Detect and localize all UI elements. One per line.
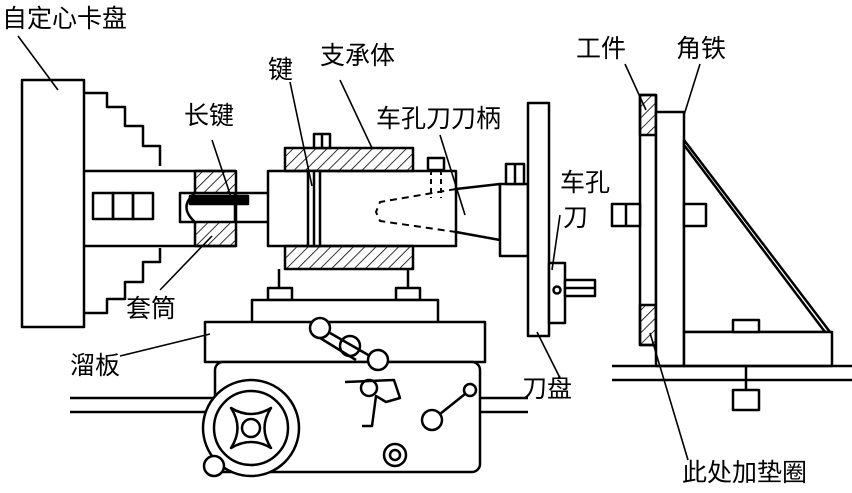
label-washer-note: 此处加垫圈 <box>682 458 807 487</box>
label-boring-tool-1: 车孔 <box>560 168 610 197</box>
carriage <box>70 298 528 478</box>
label-chuck: 自定心卡盘 <box>2 4 127 33</box>
support-body <box>266 132 458 271</box>
label-holder: 车孔刀刀柄 <box>376 104 501 133</box>
sleeve <box>178 169 238 248</box>
support-legs <box>266 269 422 302</box>
chuck-body <box>20 78 236 329</box>
tool-holder <box>455 162 530 258</box>
leader-lines <box>17 35 701 461</box>
label-workpiece: 工件 <box>576 34 626 63</box>
label-long-key: 长键 <box>184 101 234 130</box>
angle-iron <box>610 110 852 412</box>
tool-disc <box>526 101 597 338</box>
long-key <box>188 194 250 206</box>
label-key: 键 <box>268 55 293 84</box>
label-tool-disc: 刀盘 <box>522 374 572 403</box>
label-boring-tool-2: 刀 <box>563 203 588 232</box>
label-support: 支承体 <box>320 41 395 70</box>
labels: 自定心卡盘 长键 键 支承体 车孔刀刀柄 车孔 刀 套筒 溜板 刀盘 工件 角铁… <box>2 4 807 487</box>
workpiece <box>638 93 658 347</box>
label-sleeve: 套筒 <box>126 294 176 323</box>
label-angle-iron: 角铁 <box>676 34 726 63</box>
label-carriage: 溜板 <box>70 351 120 380</box>
